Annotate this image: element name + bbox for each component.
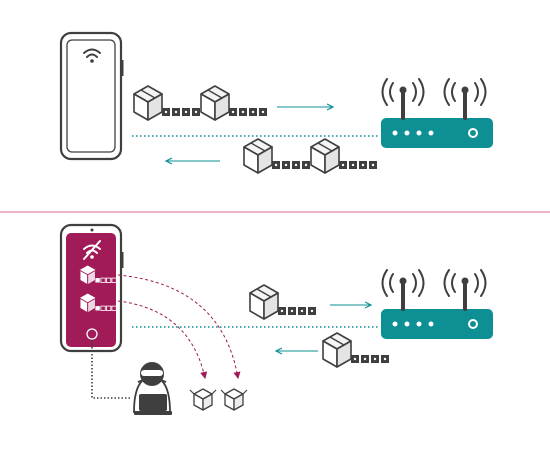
scene-normal [59,31,494,174]
data-packet-icon [310,138,378,174]
wireless-router-icon [380,78,494,149]
stolen-packet-icon [220,388,248,411]
smartphone-icon [59,31,124,161]
scene-intercepted [59,223,494,415]
intercept-arrow [117,274,238,378]
data-packet-icon [243,138,311,174]
data-packet-icon [322,332,390,368]
wifi-off-icon [83,240,101,260]
data-packet-icon [249,284,317,320]
wifi-icon [83,48,101,63]
smartphone-icon [59,223,124,353]
stolen-packet-icon [189,388,217,411]
intercept-arrow [117,300,205,378]
data-packet-icon [200,85,268,121]
data-packet-icon [79,293,117,314]
hacker-link [91,340,132,399]
laptop-icon [134,394,172,415]
data-packet-icon [79,265,117,286]
wireless-router-icon [380,269,494,340]
data-packet-icon [133,85,201,121]
